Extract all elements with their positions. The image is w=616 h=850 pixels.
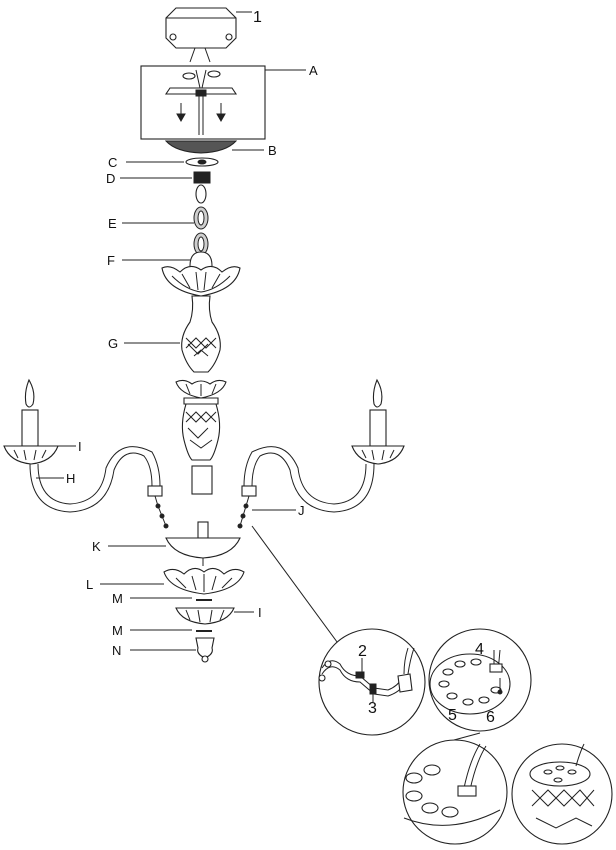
ceiling-junction-box [165, 7, 252, 63]
label-f: F [107, 253, 115, 268]
label-c: C [108, 155, 117, 170]
canopy [164, 140, 264, 154]
label-4: 4 [475, 641, 484, 658]
label-b: B [268, 143, 277, 158]
label-g: G [108, 336, 118, 351]
suspension-loop [122, 251, 213, 267]
label-5: 5 [448, 707, 457, 724]
label-i-lower: I [258, 605, 262, 620]
finial [130, 637, 215, 663]
glass-stem-upper [124, 295, 221, 373]
mounting-bracket-group [140, 65, 306, 140]
label-n: N [112, 643, 121, 658]
label-d: D [106, 171, 115, 186]
detail-wire-routing [402, 732, 508, 845]
label-e: E [108, 216, 117, 231]
lower-bowl [100, 567, 245, 595]
glass-stem-lower [181, 403, 221, 495]
label-3: 3 [368, 700, 377, 717]
bottom-plate [108, 521, 241, 566]
top-bowl [161, 265, 241, 297]
collar-ring [126, 157, 219, 167]
left-candle [21, 378, 39, 447]
label-i-left: I [78, 439, 82, 454]
detail-assembled-stem [511, 743, 613, 845]
washer-lower [130, 629, 212, 632]
label-k: K [92, 539, 101, 554]
detail-wire-connector [318, 628, 426, 736]
label-a: A [309, 63, 318, 78]
label-m-lower: M [112, 623, 123, 638]
label-2: 2 [358, 643, 367, 660]
left-arm [29, 446, 169, 529]
mid-bowl [175, 379, 227, 405]
washer-upper [130, 597, 212, 601]
left-bobeche [3, 445, 76, 465]
label-m-upper: M [112, 591, 123, 606]
label-j: J [298, 503, 305, 518]
detail-plate-holes [428, 628, 532, 732]
label-l: L [86, 577, 93, 592]
label-h: H [66, 471, 75, 486]
right-candle [369, 378, 387, 447]
label-1: 1 [253, 9, 262, 26]
label-6: 6 [486, 709, 495, 726]
right-arm [237, 446, 375, 529]
collar-nut [120, 171, 211, 184]
detail-callout-line [251, 525, 341, 647]
right-bobeche [351, 445, 405, 465]
chain [122, 184, 209, 256]
small-cup [175, 607, 254, 625]
